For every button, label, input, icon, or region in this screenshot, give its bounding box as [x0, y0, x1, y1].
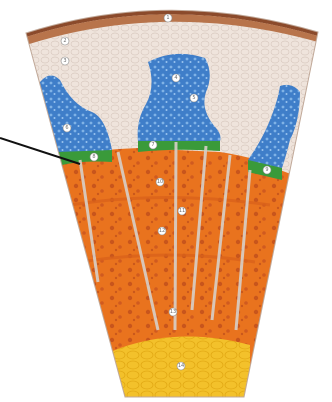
label-7: 7: [149, 141, 157, 149]
svg-text:6: 6: [65, 125, 68, 131]
label-14: 14: [177, 362, 185, 370]
label-11: 11: [178, 207, 186, 215]
svg-text:10: 10: [157, 179, 163, 185]
svg-text:5: 5: [192, 95, 195, 101]
svg-text:14: 14: [178, 363, 184, 369]
svg-text:7: 7: [151, 142, 154, 148]
label-8: 8: [90, 153, 98, 161]
label-13: 13: [169, 308, 177, 316]
label-6: 6: [63, 124, 71, 132]
label-1: 1: [164, 14, 172, 22]
label-5: 5: [190, 94, 198, 102]
svg-text:9: 9: [265, 167, 268, 173]
label-4: 4: [172, 74, 180, 82]
svg-text:1: 1: [166, 15, 169, 21]
svg-text:13: 13: [170, 309, 176, 315]
label-3: 3: [61, 57, 69, 65]
svg-text:8: 8: [92, 154, 95, 160]
svg-text:2: 2: [63, 38, 66, 44]
label-12: 12: [158, 227, 166, 235]
label-10: 10: [156, 178, 164, 186]
svg-text:11: 11: [179, 208, 185, 214]
svg-text:3: 3: [63, 58, 66, 64]
label-2: 2: [61, 37, 69, 45]
svg-text:12: 12: [159, 228, 165, 234]
label-9: 9: [263, 166, 271, 174]
svg-text:4: 4: [174, 75, 177, 81]
ray-3: [175, 142, 176, 330]
